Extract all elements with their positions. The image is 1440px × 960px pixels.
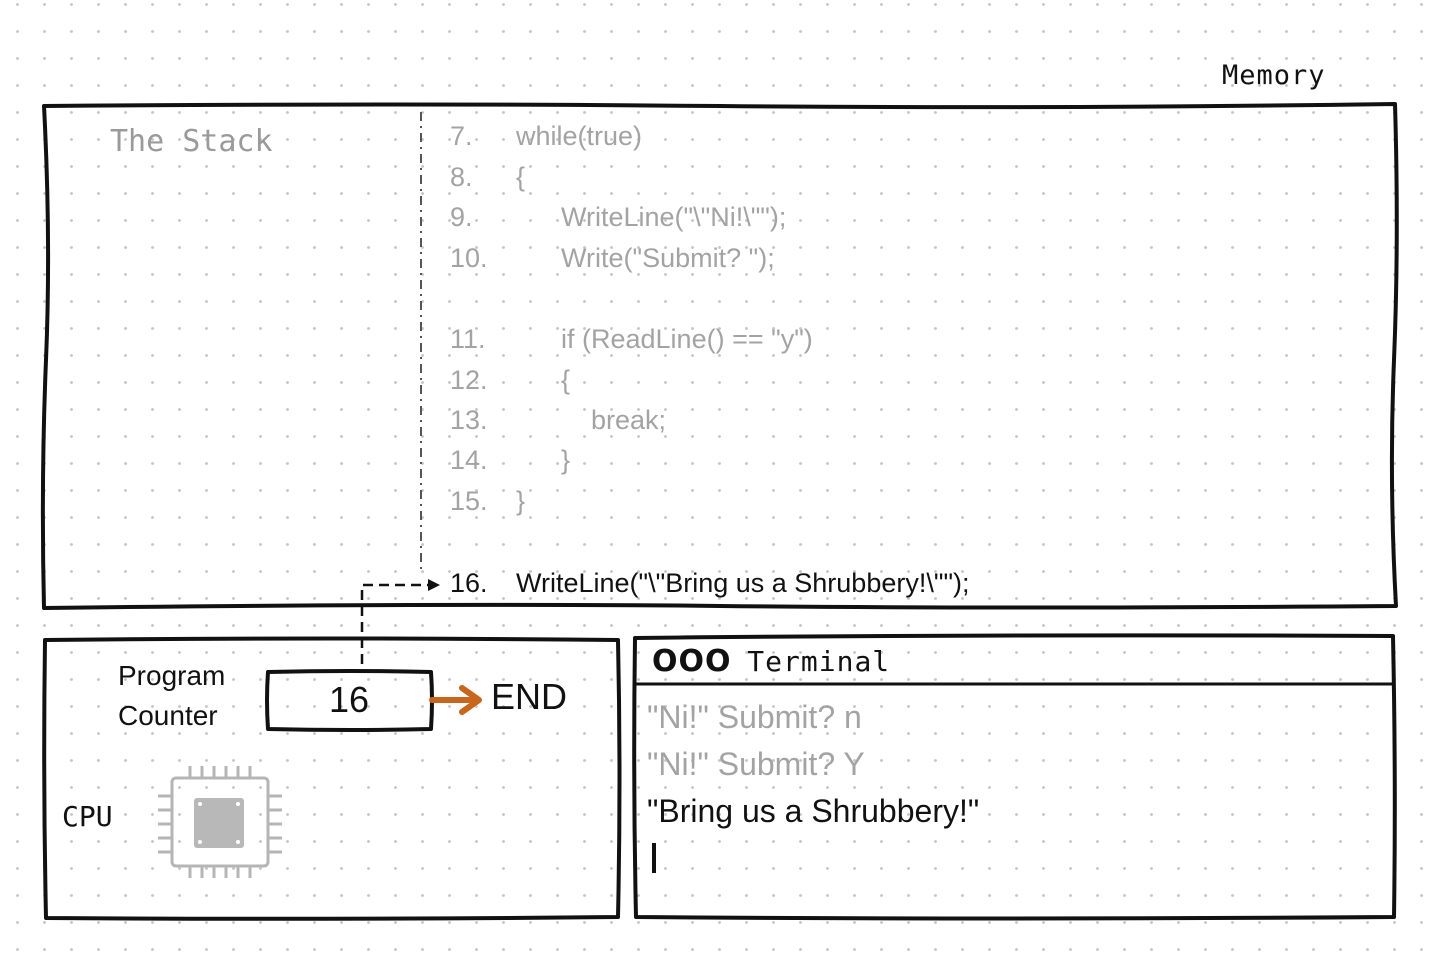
window-controls-icon[interactable]: OOO: [652, 644, 732, 679]
line-number: 7.: [450, 121, 473, 151]
pc-pointer-line: [360, 583, 430, 664]
line-number: 11.: [450, 324, 486, 354]
line-number: 14.: [450, 445, 488, 475]
code-line: 9. WriteLine("\"Ni!\"");: [450, 197, 786, 237]
pc-label-line: Counter: [118, 700, 218, 731]
end-label: END: [491, 676, 568, 717]
terminal-output-line-current: "Bring us a Shrubbery!": [647, 793, 980, 829]
cpu-label: CPU: [62, 800, 113, 833]
code-line: 13. break;: [450, 400, 666, 440]
memory-label: Memory: [1222, 60, 1326, 91]
terminal-output-line: "Ni!" Submit? n: [647, 699, 862, 735]
line-number: 12.: [450, 365, 488, 395]
cpu-box: [42, 636, 622, 921]
line-number: 10.: [450, 243, 488, 273]
code-text: }: [516, 486, 526, 516]
code-line: 14. }: [450, 440, 570, 480]
code-line: 12. {: [450, 360, 570, 400]
program-counter-label: Program Counter: [118, 656, 268, 736]
code-text: WriteLine("\"Ni!\"");: [561, 202, 787, 232]
terminal-title-bar: OOO Terminal: [652, 642, 890, 682]
code-line: 7. while(true): [450, 116, 642, 156]
terminal-cursor[interactable]: [652, 843, 656, 873]
line-number: 9.: [450, 202, 473, 232]
cpu-chip-icon: [158, 766, 282, 878]
pc-label-line: Program: [118, 660, 226, 691]
code-text: WriteLine("\"Bring us a Shrubbery!\"");: [516, 568, 970, 598]
terminal-output-line: "Ni!" Submit? Y: [647, 746, 865, 782]
code-text: while(true): [516, 121, 643, 151]
next-arrow: [429, 685, 482, 715]
stack-label: The Stack: [110, 124, 273, 159]
terminal-box: [632, 633, 1397, 921]
code-line: 11. if (ReadLine() == "y"): [450, 319, 813, 359]
line-number: 8.: [450, 162, 473, 192]
program-counter-value: 16: [328, 679, 370, 720]
pc-box-outline: [265, 669, 434, 732]
line-number: 13.: [450, 405, 488, 435]
code-line-current: 16. WriteLine("\"Bring us a Shrubbery!\"…: [450, 563, 970, 603]
code-text: }: [561, 445, 571, 475]
memory-box: [40, 102, 1399, 610]
code-line: 15. }: [450, 481, 525, 521]
line-number: 16.: [450, 568, 488, 598]
terminal-title: Terminal: [747, 645, 891, 678]
code-text: break;: [591, 405, 667, 435]
pc-pointer-arrowhead: [428, 579, 440, 591]
line-number: 15.: [450, 486, 488, 516]
code-text: {: [516, 162, 526, 192]
code-line: 10. Write("Submit? ");: [450, 238, 775, 278]
code-text: Write("Submit? ");: [561, 243, 775, 273]
code-text: {: [561, 365, 571, 395]
code-text: if (ReadLine() == "y"): [561, 324, 813, 354]
code-line: 8. {: [450, 157, 525, 197]
